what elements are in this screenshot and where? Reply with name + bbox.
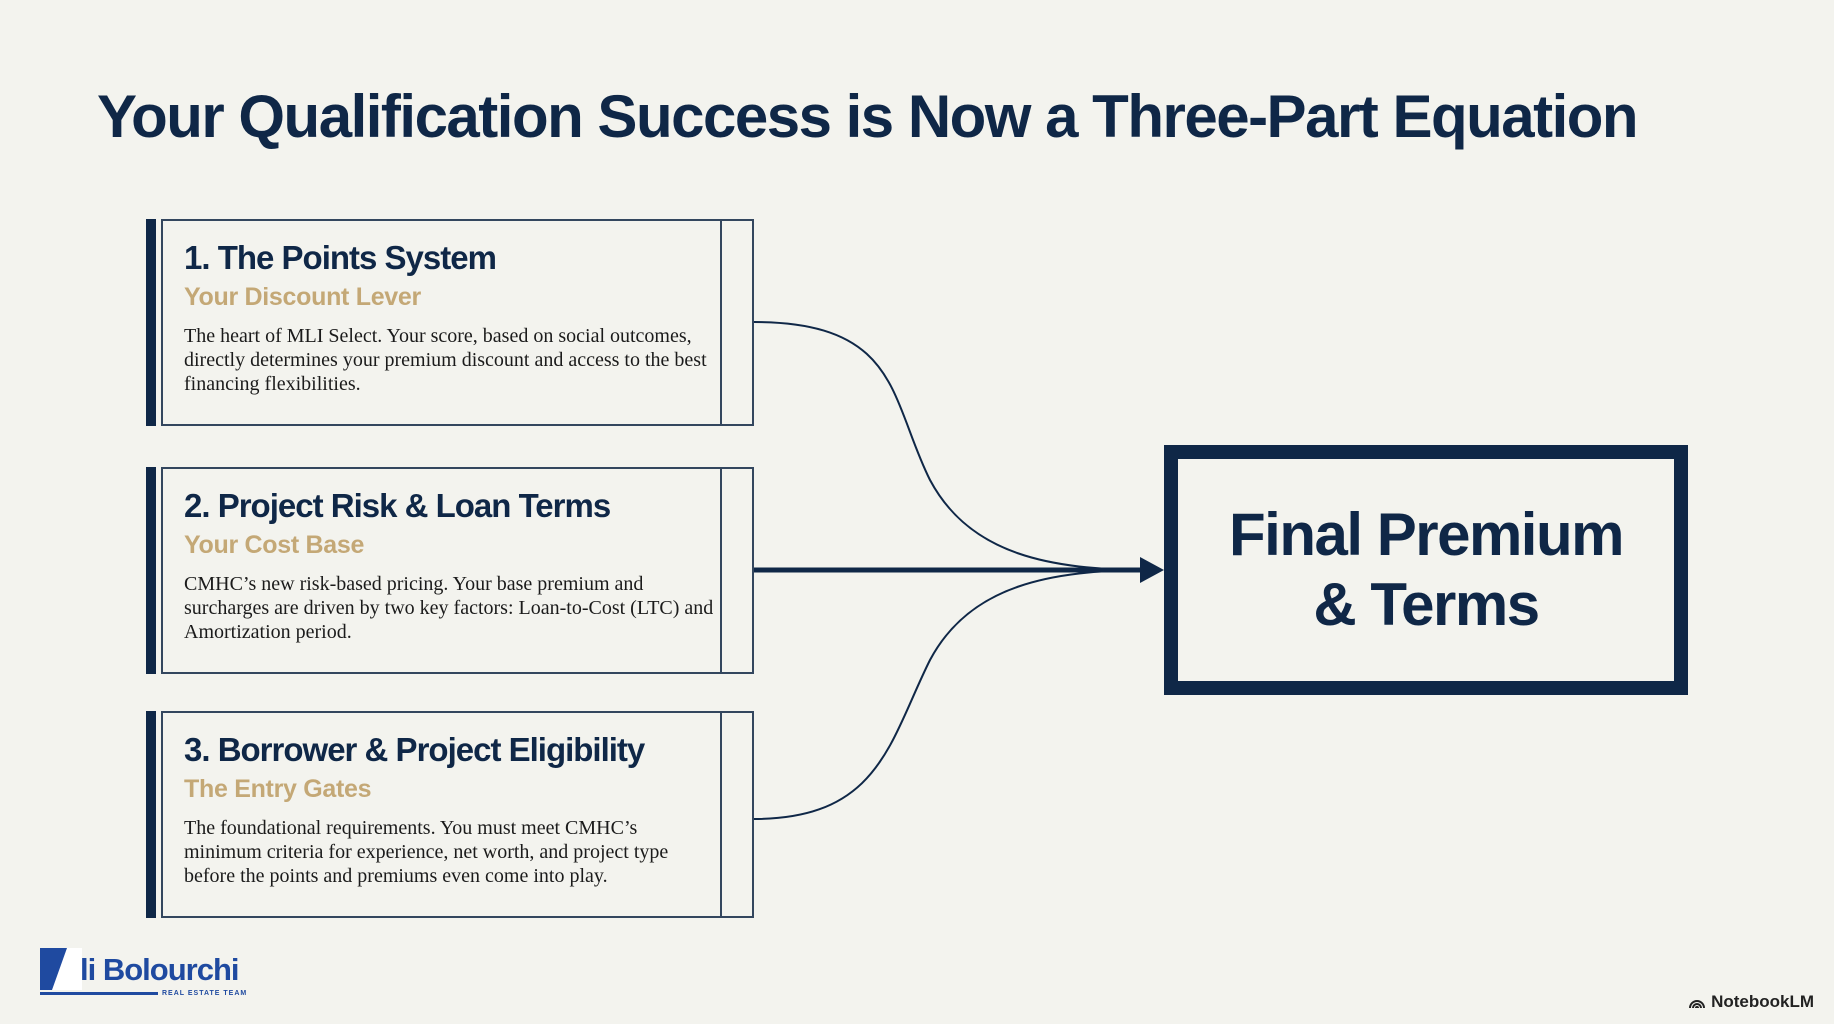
watermark-text: NotebookLM xyxy=(1711,992,1814,1011)
card-frame xyxy=(161,711,754,918)
accent-bar xyxy=(146,219,156,426)
card-subheading: Your Discount Lever xyxy=(184,283,421,311)
card-points-system: 1. The Points System Your Discount Lever… xyxy=(146,219,754,426)
logo: li Bolourchi REAL ESTATE TEAM xyxy=(40,948,246,1002)
card-body: The heart of MLI Select. Your score, bas… xyxy=(184,325,707,395)
card-divider xyxy=(720,219,722,426)
card-frame xyxy=(161,219,754,426)
card-body: CMHC’s new risk-based pricing. Your base… xyxy=(184,573,714,643)
slide-title: Your Qualification Success is Now a Thre… xyxy=(97,83,1639,150)
logo-underline xyxy=(40,992,158,995)
card-eligibility: 3. Borrower & Project Eligibility The En… xyxy=(146,711,754,918)
card-heading: 3. Borrower & Project Eligibility xyxy=(184,731,645,768)
logo-name: li Bolourchi xyxy=(80,952,239,987)
card-frame xyxy=(161,467,754,674)
card-subheading: Your Cost Base xyxy=(184,531,365,559)
accent-bar xyxy=(146,467,156,674)
card-project-risk: 2. Project Risk & Loan Terms Your Cost B… xyxy=(146,467,754,674)
card-subheading: The Entry Gates xyxy=(184,775,372,803)
final-premium-label: Final Premium & Terms xyxy=(1229,501,1624,638)
notebooklm-icon xyxy=(1689,1000,1706,1009)
final-premium-box: Final Premium & Terms xyxy=(1164,445,1688,695)
card-divider xyxy=(720,711,722,918)
arrowhead-icon xyxy=(1140,557,1164,583)
connector-curve-1 xyxy=(753,321,1151,571)
logo-tagline: REAL ESTATE TEAM xyxy=(162,990,248,997)
card-body: The foundational requirements. You must … xyxy=(184,817,669,887)
notebooklm-watermark: NotebookLM xyxy=(1688,992,1814,1012)
card-heading: 2. Project Risk & Loan Terms xyxy=(184,487,611,524)
card-divider xyxy=(720,467,722,674)
accent-bar xyxy=(146,711,156,918)
card-heading: 1. The Points System xyxy=(184,239,497,276)
connector-curve-3 xyxy=(753,569,1151,820)
